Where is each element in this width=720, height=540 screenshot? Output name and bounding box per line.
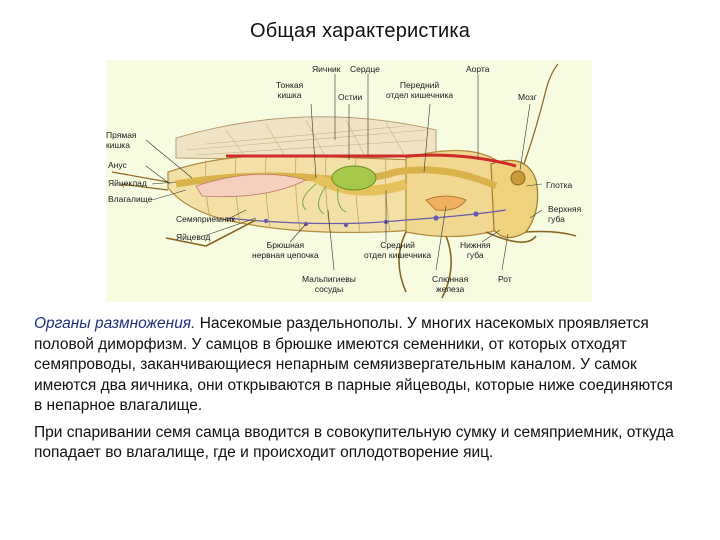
body-text: Органы размножения. Насекомые раздельноп… <box>34 314 674 464</box>
label-foregut: Передний отдел кишечника <box>386 80 454 100</box>
label-midgut: Средний отдел кишечника <box>364 240 432 260</box>
paragraph-fertilization: При спаривании семя самца вводится в сов… <box>34 423 674 462</box>
paragraph-1-text: Насекомые раздельнополы. У многих насеко… <box>34 315 673 414</box>
slide-title: Общая характеристика <box>249 20 471 42</box>
label-rectum: Прямая кишка <box>106 130 137 150</box>
paragraph-reproduction: Органы размножения. Насекомые раздельноп… <box>34 314 674 417</box>
label-ovary: Яичник <box>312 64 341 74</box>
label-small-intestine: Тонкая кишка <box>276 80 304 100</box>
label-lower-lip: Нижняя губа <box>460 240 491 260</box>
label-seminal-receptacle: Семяприемник <box>176 214 236 224</box>
label-oviduct: Яйцевод <box>176 232 211 242</box>
label-anus: Анус <box>108 160 127 170</box>
label-ventral-nerve-cord: Брюшная нервная цепочка <box>252 240 319 260</box>
label-brain: Мозг <box>518 92 537 102</box>
label-mouth: Рот <box>498 274 512 284</box>
label-pharynx: Глотка <box>546 180 573 190</box>
label-heart: Сердце <box>350 64 380 74</box>
label-vagina: Влагалище <box>108 194 153 204</box>
lead-phrase: Органы размножения. <box>34 315 196 332</box>
label-ovipositor: Яйцеклад <box>108 178 147 188</box>
insect-anatomy-figure: Яичник Сердце Аорта Тонкая кишка Остии П… <box>106 60 592 302</box>
label-aorta: Аорта <box>466 64 490 74</box>
label-malpighian-tubules: Мальпигиевы сосуды <box>302 274 356 294</box>
label-salivary-gland: Слюнная железа <box>432 274 469 294</box>
insect-anatomy-illustration <box>111 63 577 299</box>
label-upper-lip: Верхняя губа <box>548 204 582 224</box>
label-ostia: Остии <box>338 92 363 102</box>
